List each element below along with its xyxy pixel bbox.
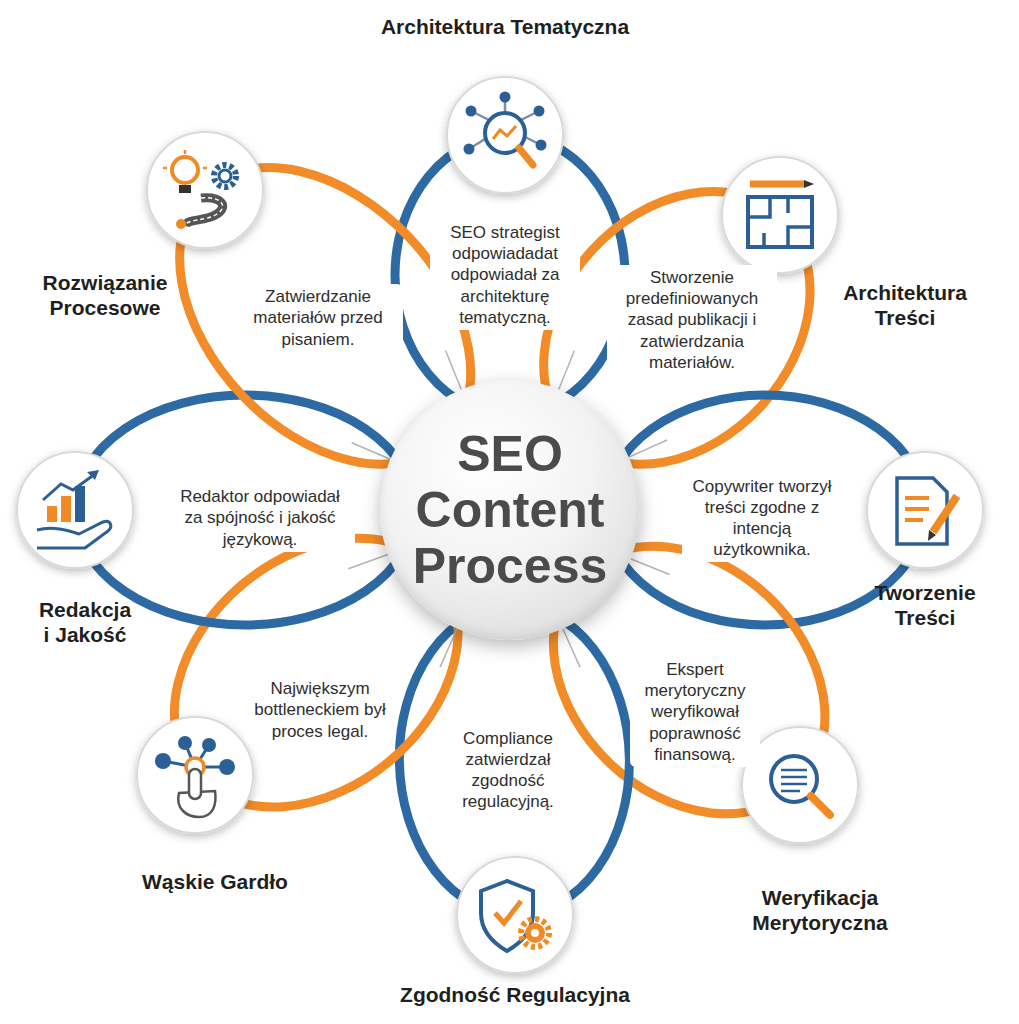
- process-petal: Copywriter tworzył treści zgodne z inten…: [682, 474, 842, 562]
- process-petal: SEO strategist odpowiadadat odpowiadał z…: [430, 220, 580, 329]
- step-description: Compliance zatwierdzał zgodność regulacy…: [443, 726, 573, 814]
- center-title: SEO Content Process: [394, 426, 626, 594]
- process-petal: Zatwierdzanie materiałów przed pisaniem.: [233, 284, 403, 351]
- icon-circle: Tworzenie Treści: [867, 452, 983, 568]
- step-description: Zatwierdzanie materiałów przed pisaniem.: [233, 284, 403, 351]
- document-pencil-icon: [897, 478, 957, 544]
- center-circle: SEO Content Process: [380, 380, 640, 640]
- network-search-icon: [464, 92, 547, 166]
- step-description: Redaktor odpowiadał za spójność i jakość…: [165, 484, 355, 551]
- step-description: Ekspert merytoryczny weryfikował poprawn…: [630, 657, 760, 766]
- icon-circle: Wąskie Gardło: [137, 717, 253, 833]
- idea-road-icon: [163, 150, 236, 229]
- icon-circles: [17, 77, 983, 973]
- step-heading: Rozwiązanie Procesowe: [35, 270, 175, 320]
- icon-circle: Architektura Tematyczna: [447, 77, 563, 193]
- process-petal: Ekspert merytoryczny weryfikował poprawn…: [630, 657, 760, 766]
- magnifier-icon: [771, 756, 830, 815]
- shield-gear-icon: [481, 881, 549, 951]
- step-heading: Wąskie Gardło: [115, 869, 315, 894]
- step-heading: Tworzenie Treści: [855, 580, 995, 630]
- step-heading: Weryfikacja Merytoryczna: [735, 885, 905, 935]
- step-description: SEO strategist odpowiadadat odpowiadał z…: [430, 220, 580, 329]
- step-description: Największym bottleneckiem był proces leg…: [245, 676, 395, 743]
- petal-loops: [75, 111, 925, 917]
- step-heading: Architektura Tematyczna: [335, 14, 675, 39]
- process-petal: Stworzenie predefiniowanych zasad publik…: [607, 265, 777, 374]
- spoke-lines: [348, 351, 669, 668]
- floor-plan-icon: [748, 180, 814, 247]
- icon-circle: Architektura Treści: [722, 157, 838, 273]
- step-heading: Architektura Treści: [830, 280, 980, 330]
- process-petal: Compliance zatwierdzał zgodność regulacy…: [443, 726, 573, 814]
- process-petal: Największym bottleneckiem był proces leg…: [245, 676, 395, 743]
- icon-circle: Zgodność Regulacyjna: [457, 857, 573, 973]
- step-description: Copywriter tworzył treści zgodne z inten…: [682, 474, 842, 562]
- icon-circle: Redakcja i Jakość: [17, 452, 133, 568]
- growth-hand-icon: [37, 470, 111, 548]
- step-heading: Redakcja i Jakość: [35, 597, 135, 647]
- process-petal: Redaktor odpowiadał za spójność i jakość…: [165, 484, 355, 551]
- step-heading: Zgodność Regulacyjna: [365, 982, 665, 1007]
- icon-circle: Rozwiązanie Procesowe: [147, 132, 263, 248]
- network-hand-icon: [155, 736, 235, 817]
- step-description: Stworzenie predefiniowanych zasad publik…: [607, 265, 777, 374]
